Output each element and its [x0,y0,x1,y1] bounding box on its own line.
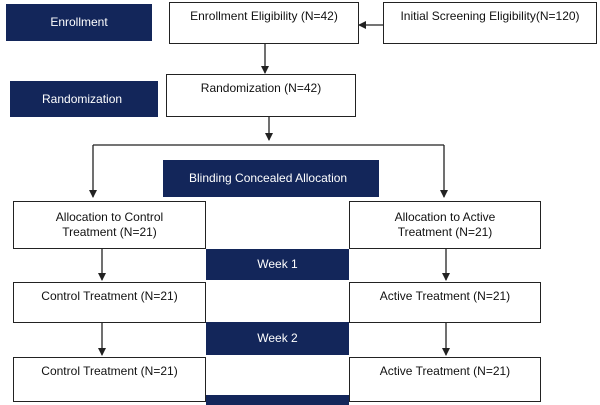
stage-label-blinding: Blinding Concealed Allocation [163,160,379,197]
stage-label-week2: Week 2 [206,322,349,355]
stage-label-randomization: Randomization [10,81,158,117]
control-treatment-week1-box: Control Treatment (N=21) [13,282,206,323]
control-treatment-week2-box: Control Treatment (N=21) [13,357,206,402]
randomization-box: Randomization (N=42) [166,74,356,117]
enrollment-eligibility-box: Enrollment Eligibility (N=42) [169,2,359,44]
active-treatment-week1-box: Active Treatment (N=21) [349,282,541,323]
stage-label-week3-partial [206,395,349,405]
initial-screening-box: Initial Screening Eligibility(N=120) [383,2,597,44]
allocation-active-box: Allocation to Active Treatment (N=21) [349,201,541,249]
stage-label-enrollment: Enrollment [6,4,152,41]
allocation-control-box: Allocation to Control Treatment (N=21) [13,201,206,249]
active-treatment-week2-box: Active Treatment (N=21) [349,357,541,402]
stage-label-week1: Week 1 [206,249,349,280]
